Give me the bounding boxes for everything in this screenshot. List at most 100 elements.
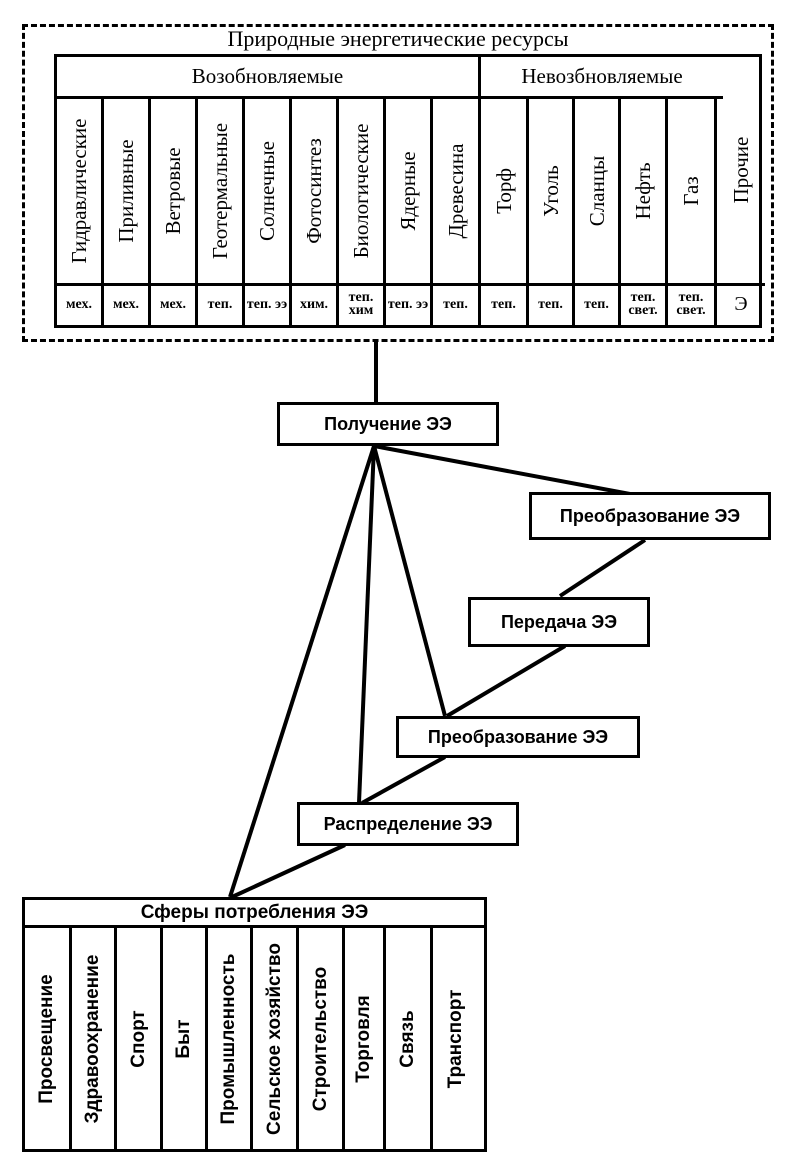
consumption-sphere-label: Торговля xyxy=(353,994,374,1083)
consumption-sphere-label: Связь xyxy=(397,1009,418,1068)
energy-type: мех. xyxy=(113,296,139,312)
resource-name-cell: Ветровые xyxy=(151,99,195,286)
line-obtaining-to-conversion-1 xyxy=(373,444,631,496)
energy-type: мех. xyxy=(160,296,186,312)
resource-column-renewable: Приливные мех. xyxy=(104,99,151,325)
node-distribution: Распределение ЭЭ xyxy=(297,802,519,846)
energy-type: теп. свет. xyxy=(676,290,706,318)
line-conversion-2-to-distribution xyxy=(361,755,446,805)
resource-name: Биологические xyxy=(349,123,373,259)
energy-type: теп. xyxy=(538,296,563,312)
consumption-table: Сферы потребления ЭЭ Просвещение Здравоох… xyxy=(22,897,487,1152)
resource-column-nonrenewable: Газ теп. свет. xyxy=(668,99,717,325)
natural-resources-frame xyxy=(22,24,774,342)
resource-column-nonrenewable: Уголь теп. xyxy=(529,99,575,325)
line-obtaining-to-conversion-2 xyxy=(372,445,447,717)
line-conversion-1-to-transmission xyxy=(558,538,647,598)
energy-type: теп. xyxy=(207,296,233,312)
consumption-sphere-label: Быт xyxy=(173,1018,194,1059)
node-obtaining: Получение ЭЭ xyxy=(277,402,499,446)
resource-name-cell: Газ xyxy=(668,99,714,286)
consumption-title: Сферы потребления ЭЭ xyxy=(25,900,484,928)
energy-type: теп. хим xyxy=(348,290,374,318)
consumption-sphere: Здравоохранение xyxy=(72,928,117,1149)
node-conversion-2: Преобразование ЭЭ xyxy=(396,716,640,758)
consumption-sphere-label: Здравоохранение xyxy=(82,954,103,1123)
resource-name-cell: Уголь xyxy=(529,99,572,286)
resource-name: Приливные xyxy=(114,139,138,243)
resource-name: Нефть xyxy=(631,162,655,220)
energy-type: теп. свет. xyxy=(628,290,658,318)
resource-name-cell: Биологические xyxy=(339,99,383,286)
resource-name-cell: Сланцы xyxy=(575,99,618,286)
node-transmission: Передача ЭЭ xyxy=(468,597,650,647)
consumption-sphere: Быт xyxy=(163,928,208,1149)
resource-name-cell: Ядерные xyxy=(386,99,430,286)
energy-type: теп. xyxy=(491,296,516,312)
resource-name: Торф xyxy=(491,168,516,214)
resource-name-cell: Древесина xyxy=(433,99,478,286)
resources-table: Возобновляемые Невозбновляемые Гидравлич… xyxy=(54,54,765,328)
energy-type: теп. ээ xyxy=(387,296,429,312)
consumption-sphere-label: Просвещение xyxy=(36,973,57,1104)
line-distribution-to-consumption xyxy=(231,843,346,899)
consumption-sphere-label: Спорт xyxy=(127,1009,149,1068)
resource-name: Ветровые xyxy=(161,147,185,235)
node-conversion-1: Преобразование ЭЭ xyxy=(529,492,771,540)
consumption-sphere: Транспорт xyxy=(433,928,478,1149)
resource-name-cell: Прочие xyxy=(717,57,765,286)
resource-column-renewable: Геотермальные теп. xyxy=(198,99,245,325)
resource-column-renewable: Ветровые мех. xyxy=(151,99,198,325)
resource-name: Газ xyxy=(679,176,703,206)
energy-type: теп. ээ xyxy=(246,296,288,312)
nonrenewable-header: Невозбновляемые xyxy=(481,57,723,99)
consumption-sphere-label: Сельское хозяйство xyxy=(263,942,285,1135)
resource-column-renewable: Древесина теп. xyxy=(433,99,481,325)
resource-name: Солнечные xyxy=(255,141,279,241)
resource-name: Сланцы xyxy=(584,155,609,227)
renewable-header: Возобновляемые xyxy=(57,57,481,99)
resource-column-nonrenewable: Торф теп. xyxy=(481,99,529,325)
resource-name: Древесина xyxy=(443,143,468,239)
consumption-sphere: Связь xyxy=(386,928,433,1149)
resource-name: Ядерные xyxy=(396,151,420,231)
resource-name-cell: Геотермальные xyxy=(198,99,242,286)
consumption-sphere: Промышленность xyxy=(208,928,253,1149)
consumption-sphere: Строительство xyxy=(299,928,345,1149)
resource-column-nonrenewable: Сланцы теп. xyxy=(575,99,621,325)
resource-column-renewable: Биологические теп. хим xyxy=(339,99,386,325)
consumption-sphere: Спорт xyxy=(117,928,163,1149)
energy-type: теп. xyxy=(584,296,609,312)
energy-type: Э xyxy=(734,292,748,315)
resource-name-cell: Гидравлические xyxy=(57,99,101,286)
consumption-sphere: Сельское хозяйство xyxy=(253,928,299,1149)
resource-column-nonrenewable: Нефть теп. свет. xyxy=(621,99,668,325)
resource-column-renewable: Гидравлические мех. xyxy=(57,99,104,325)
resource-name-cell: Приливные xyxy=(104,99,148,286)
resource-name: Уголь xyxy=(538,165,563,217)
resource-name-cell: Солнечные xyxy=(245,99,289,286)
consumption-sphere: Торговля xyxy=(345,928,386,1149)
resource-name-cell: Торф xyxy=(481,99,526,286)
resource-name-cell: Фотосинтез xyxy=(292,99,336,286)
energy-type: хим. xyxy=(299,296,329,312)
consumption-sphere: Просвещение xyxy=(25,928,72,1149)
consumption-sphere-label: Транспорт xyxy=(444,989,466,1088)
resource-name: Фотосинтез xyxy=(302,138,326,244)
resource-name: Гидравлические xyxy=(67,118,91,264)
resource-column-renewable: Солнечные теп. ээ xyxy=(245,99,292,325)
resource-column-renewable: Ядерные теп. ээ xyxy=(386,99,433,325)
resource-name: Прочие xyxy=(729,136,753,204)
line-transmission-to-conversion-2 xyxy=(445,644,567,718)
resource-name-cell: Нефть xyxy=(621,99,665,286)
consumption-sphere-label: Промышленность xyxy=(218,953,239,1124)
consumption-sphere-label: Строительство xyxy=(309,966,331,1111)
line-obtaining-to-distribution xyxy=(357,445,376,804)
resource-column-renewable: Фотосинтез хим. xyxy=(292,99,339,325)
energy-type: теп. xyxy=(443,296,468,312)
line-obtaining-to-consumption xyxy=(228,445,376,898)
resource-name: Геотермальные xyxy=(208,122,232,260)
energy-type: мех. xyxy=(66,296,92,312)
